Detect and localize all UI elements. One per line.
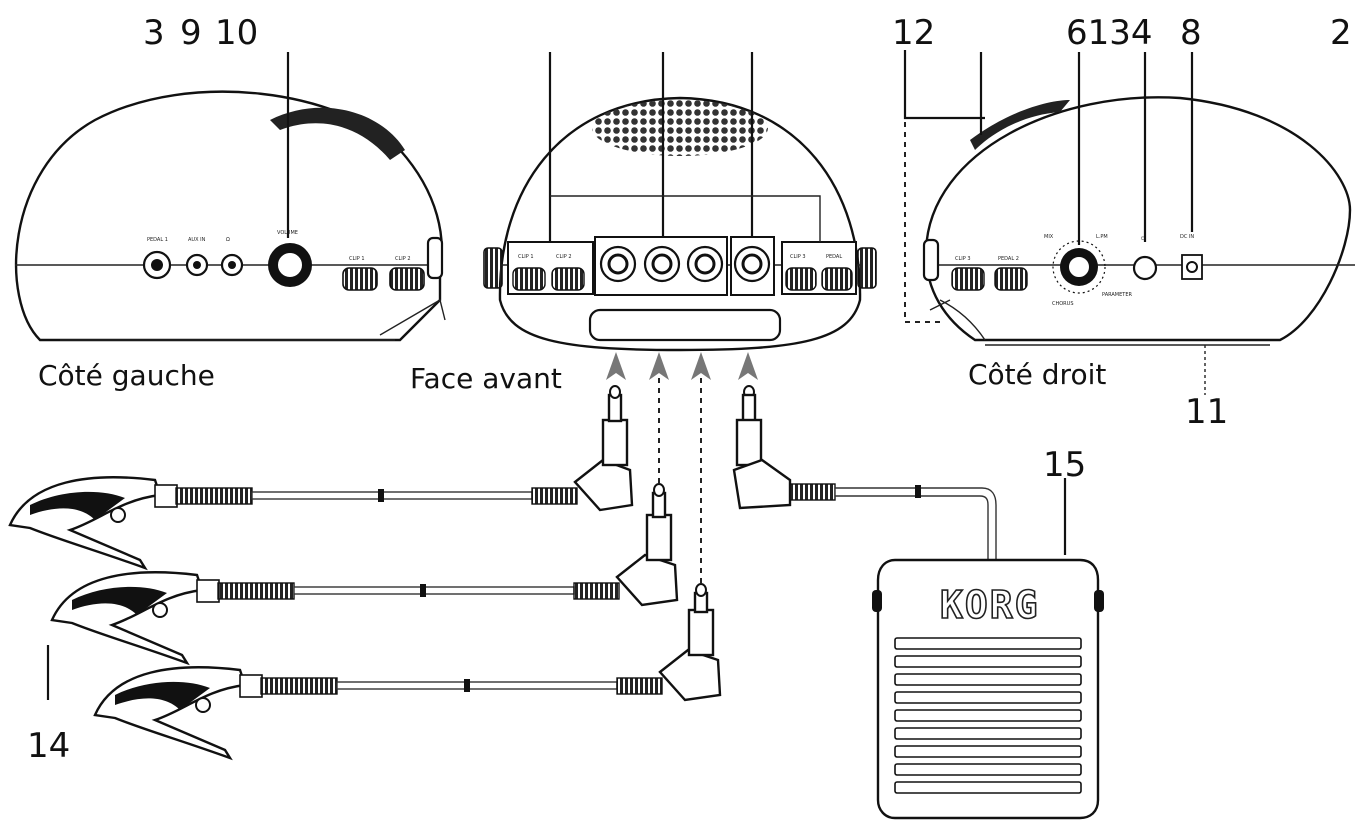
svg-text:⏻: ⏻ — [1141, 236, 1145, 242]
korg-logo: KORG — [940, 583, 1040, 627]
dc-in-jack: DC IN — [1180, 234, 1203, 280]
front-clip-buttons-right: CLIP 3 PEDAL — [781, 241, 857, 295]
front-view: CLIP 1 CLIP 2 CLIP 3 PEDAL — [483, 52, 877, 590]
label-11: 11 — [1185, 392, 1228, 432]
svg-text:CLIP 3: CLIP 3 — [955, 256, 971, 262]
label-8: 8 — [1180, 13, 1202, 53]
label-10: 10 — [215, 13, 258, 53]
front-left-knob — [483, 247, 503, 289]
speaker-grille-right — [970, 100, 1070, 150]
svg-text:MIX: MIX — [1044, 234, 1054, 240]
svg-text:PEDAL 1: PEDAL 1 — [147, 237, 168, 243]
svg-text:DC IN: DC IN — [1180, 234, 1194, 240]
left-jack-9: AUX IN — [185, 237, 209, 277]
foot-pedal: KORG — [872, 558, 1104, 820]
svg-text:CLIP 1: CLIP 1 — [518, 254, 534, 260]
svg-text:PEDAL: PEDAL — [826, 254, 842, 260]
svg-text:CHORUS: CHORUS — [1052, 301, 1074, 307]
front-right-knob — [857, 247, 877, 289]
input-arrows — [606, 352, 758, 380]
label-9: 9 — [180, 13, 202, 53]
label-14: 14 — [27, 726, 70, 766]
clip-microphone-2 — [50, 483, 679, 666]
foot-pedal-cable — [732, 385, 997, 561]
headphone-jack: Ω — [220, 237, 244, 277]
leader-line-12 — [903, 50, 985, 120]
left-side-view: PEDAL 1 AUX IN Ω VOLUME CLIP 1 CLIP 2 — [14, 52, 446, 342]
label-6134: 6134 — [1066, 13, 1153, 53]
pedal-ridges — [894, 637, 1082, 794]
svg-text:Ω: Ω — [226, 237, 230, 243]
caption-left-side: Côté gauche — [38, 359, 215, 392]
speaker-grille-left — [270, 107, 405, 160]
front-handle — [588, 308, 782, 342]
left-side-knob — [426, 236, 444, 280]
front-clip-buttons-left: CLIP 1 CLIP 2 — [507, 241, 594, 295]
svg-text:AUX IN: AUX IN — [188, 237, 206, 243]
svg-text:CLIP 3: CLIP 3 — [790, 254, 806, 260]
clip-microphone-3 — [93, 583, 722, 761]
label-3: 3 — [143, 13, 165, 53]
clip-microphone-1 — [8, 385, 634, 571]
svg-text:CLIP 2: CLIP 2 — [556, 254, 572, 260]
front-pedal-jack — [730, 236, 775, 296]
bracket-clip-group — [550, 195, 821, 242]
label-15: 15 — [1043, 445, 1086, 485]
left-clip-buttons: CLIP 1 CLIP 2 — [342, 256, 425, 291]
mode-knob: MIX L.PM CHORUS PARAMETER — [1044, 234, 1132, 307]
svg-text:PARAMETER: PARAMETER — [1102, 292, 1132, 298]
right-side-knob — [922, 238, 940, 282]
dashed-leader-12 — [904, 122, 945, 323]
speaker-grille-front — [592, 100, 768, 156]
svg-text:PEDAL 2: PEDAL 2 — [998, 256, 1019, 262]
label-2: 2 — [1330, 13, 1352, 53]
svg-text:CLIP 2: CLIP 2 — [395, 256, 411, 262]
svg-text:L.PM: L.PM — [1096, 234, 1108, 240]
right-side-view: CLIP 3 PEDAL 2 MIX L.PM CHORUS PARAMETER… — [903, 50, 1355, 395]
left-jack-3: PEDAL 1 — [142, 237, 172, 280]
right-clip-buttons: CLIP 3 PEDAL 2 — [951, 256, 1028, 291]
power-button: ⏻ — [1132, 236, 1158, 281]
volume-knob: VOLUME — [268, 230, 312, 287]
caption-right-side: Côté droit — [968, 358, 1106, 391]
front-input-jacks — [594, 236, 728, 296]
caption-front: Face avant — [410, 362, 562, 395]
svg-text:CLIP 1: CLIP 1 — [349, 256, 365, 262]
label-12: 12 — [892, 13, 935, 53]
